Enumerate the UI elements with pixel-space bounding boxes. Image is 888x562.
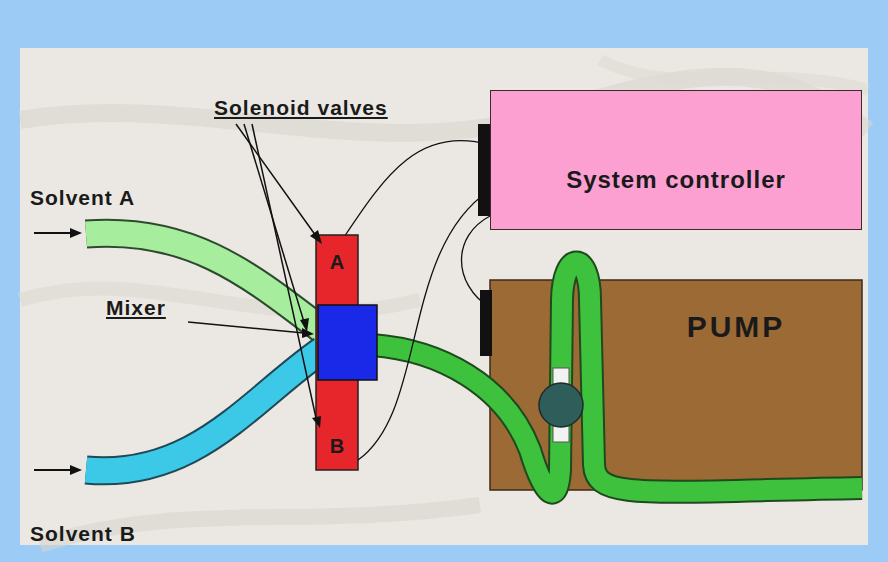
leader-line [188,322,304,333]
control-wire [358,190,490,460]
tube-outline [86,350,322,471]
pump-body [490,280,862,490]
callout-label: Mixer [106,296,166,320]
node-text: System controller [566,166,786,194]
controller-box: System controller [490,90,862,230]
inlet-label: Solvent B [30,522,136,546]
inlet-label: Solvent A [30,186,135,210]
solvent-b-tube [86,350,322,471]
arrowhead [70,228,82,238]
valve-a: A [316,235,358,353]
node-text: A [330,251,344,274]
node-text: PUMP [687,310,786,344]
leader-line [252,124,316,418]
control-wire [345,141,490,235]
wire-line [358,190,490,460]
tube-outline [372,263,862,493]
valve-b: B [316,352,358,470]
inlet-arrow [34,469,74,471]
arrowhead [302,328,314,338]
pump-box: PUMP [490,280,862,490]
arrowhead [312,416,321,428]
check-valve [553,368,569,384]
arrowhead [310,230,322,244]
wire-line [345,141,490,235]
pump-piston [539,383,583,427]
mixer-block [318,305,377,380]
leader-line [236,124,316,236]
marble-streak [600,60,868,90]
output-tube [372,263,862,493]
inlet-arrow [34,232,74,234]
pump-plug [480,290,492,356]
node-text: B [330,435,344,458]
callout-label: Solenoid valves [214,96,388,120]
marble-ground [20,48,868,545]
controller-plug [478,124,490,216]
check-valve [553,426,569,442]
arrowhead [70,465,82,475]
